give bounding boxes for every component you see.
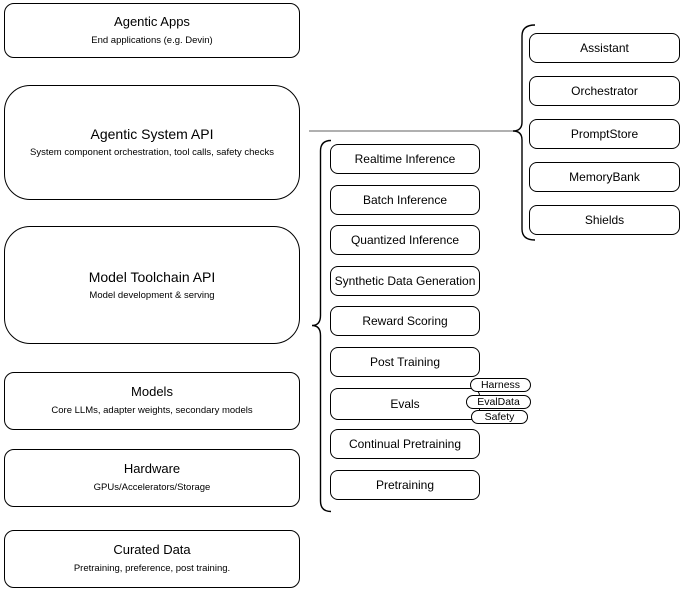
layer-subtitle: Pretraining, preference, post training. bbox=[73, 563, 231, 575]
layer-title: Curated Data bbox=[113, 542, 191, 558]
layer-title: Agentic System API bbox=[90, 126, 214, 143]
svc-post-training: Post Training bbox=[330, 347, 480, 377]
layer-title: Agentic Apps bbox=[114, 13, 190, 29]
svc-continual-pretraining: Continual Pretraining bbox=[330, 429, 480, 459]
layer-subtitle: Model development & serving bbox=[89, 289, 215, 301]
layer-subtitle: System component orchestration, tool cal… bbox=[30, 147, 274, 159]
node-model-toolchain-api: Model Toolchain API Model development & … bbox=[4, 226, 300, 344]
svc-reward-scoring: Reward Scoring bbox=[330, 306, 480, 336]
tag-evaldata: EvalData bbox=[466, 395, 531, 409]
svc-batch-inference: Batch Inference bbox=[330, 185, 480, 215]
layer-title: Hardware bbox=[123, 461, 181, 477]
svc-evals: Evals bbox=[330, 388, 480, 420]
comp-promptstore: PromptStore bbox=[529, 119, 680, 149]
node-agentic-apps: Agentic Apps End applications (e.g. Devi… bbox=[4, 3, 300, 58]
svc-quantized-inference: Quantized Inference bbox=[330, 225, 480, 255]
layer-subtitle: Core LLMs, adapter weights, secondary mo… bbox=[51, 405, 253, 417]
brace-toolchain bbox=[311, 139, 332, 513]
tag-harness: Harness bbox=[470, 378, 531, 392]
layer-subtitle: End applications (e.g. Devin) bbox=[91, 34, 213, 46]
node-models: Models Core LLMs, adapter weights, secon… bbox=[4, 372, 300, 430]
comp-orchestrator: Orchestrator bbox=[529, 76, 680, 106]
svc-pretraining: Pretraining bbox=[330, 470, 480, 500]
tag-safety: Safety bbox=[471, 410, 528, 424]
node-curated-data: Curated Data Pretraining, preference, po… bbox=[4, 530, 300, 588]
layer-subtitle: GPUs/Accelerators/Storage bbox=[93, 482, 211, 494]
node-hardware: Hardware GPUs/Accelerators/Storage bbox=[4, 449, 300, 507]
layer-title: Model Toolchain API bbox=[88, 268, 216, 285]
comp-assistant: Assistant bbox=[529, 33, 680, 63]
svc-realtime-inference: Realtime Inference bbox=[330, 144, 480, 174]
comp-shields: Shields bbox=[529, 205, 680, 235]
node-agentic-system-api: Agentic System API System component orch… bbox=[4, 85, 300, 200]
svc-synthetic-data-generation: Synthetic Data Generation bbox=[330, 266, 480, 296]
brace-system-components bbox=[512, 24, 536, 241]
layer-title: Models bbox=[131, 384, 173, 400]
comp-memorybank: MemoryBank bbox=[529, 162, 680, 192]
